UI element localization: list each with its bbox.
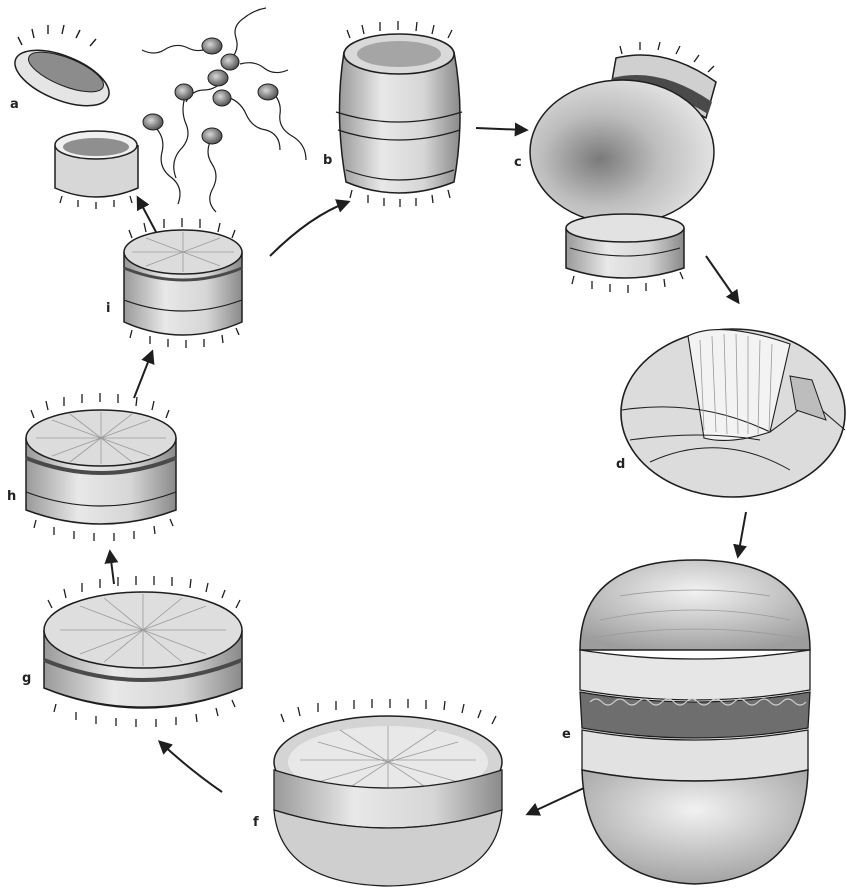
arrow-g-to-h: [110, 552, 114, 584]
stage-d-sphere: [621, 329, 845, 497]
arrow-d-to-e: [738, 512, 746, 556]
arrow-e-to-f: [528, 788, 584, 814]
arrow-b-to-c: [476, 128, 526, 130]
arrow-f-to-g: [160, 742, 222, 792]
stage-e-cell: [580, 560, 810, 884]
label-f: f: [253, 815, 259, 830]
label-i: i: [106, 301, 110, 316]
label-e: e: [562, 727, 571, 742]
stage-g-cell: [44, 576, 242, 727]
arrow-i-to-b: [270, 202, 348, 256]
stage-a-valve: [7, 25, 116, 117]
stage-c-lower-valve: [566, 214, 684, 293]
arrow-c-to-d: [706, 256, 738, 302]
stage-h-cell: [26, 393, 176, 541]
label-a: a: [10, 97, 19, 112]
label-c: c: [514, 155, 522, 170]
label-h: h: [7, 489, 16, 504]
arrow-i-to-a: [138, 198, 156, 232]
label-b: b: [323, 153, 332, 168]
label-g: g: [22, 671, 31, 686]
stage-f-cell: [274, 699, 502, 886]
stage-a-empty-frustule: [55, 131, 138, 209]
stage-b-cell: [336, 21, 462, 207]
arrow-h-to-i: [134, 352, 152, 398]
stage-c-egg: [530, 80, 714, 224]
stage-i-cell: [124, 218, 242, 348]
sperm-cells: [142, 8, 306, 212]
label-d: d: [616, 457, 625, 472]
